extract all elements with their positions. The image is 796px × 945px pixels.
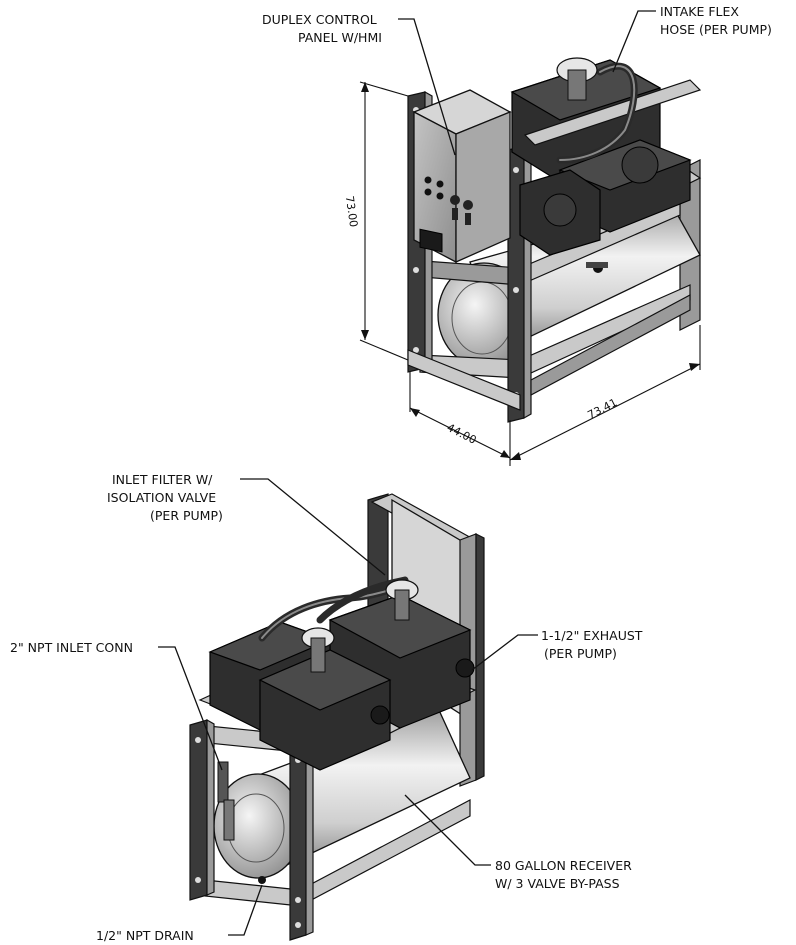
callout-exhaust-line2: (PER PUMP) <box>544 646 617 661</box>
top-callouts: DUPLEX CONTROL PANEL W/HMI INTAKE FLEX H… <box>262 4 772 156</box>
callout-drain: 1/2" NPT DRAIN <box>96 928 194 943</box>
callout-inlet-filter-line2: ISOLATION VALVE <box>107 490 216 505</box>
leader-exhaust <box>471 634 538 671</box>
leader-receiver <box>404 794 491 866</box>
callout-intake-hose-line1: INTAKE FLEX <box>660 4 739 19</box>
bottom-callouts: INLET FILTER W/ ISOLATION VALVE (PER PUM… <box>10 472 643 943</box>
callout-inlet-filter-line3: (PER PUMP) <box>150 508 223 523</box>
leader-inlet-conn <box>158 646 223 771</box>
callout-inlet-conn: 2" NPT INLET CONN <box>10 640 133 655</box>
callout-exhaust-line1: 1-1/2" EXHAUST <box>541 628 643 643</box>
dim-width-label: 73.41 <box>585 396 619 422</box>
callout-receiver-line1: 80 GALLON RECEIVER <box>495 858 632 873</box>
callout-control-panel-line2: PANEL W/HMI <box>298 30 382 45</box>
leader-inlet-filter <box>240 478 386 576</box>
callout-receiver-line2: W/ 3 VALVE BY-PASS <box>495 876 620 891</box>
leader-intake-hose <box>612 10 656 73</box>
bottom-pumps <box>208 594 475 771</box>
leader-drain <box>228 884 263 936</box>
bottom-assembly <box>189 493 485 941</box>
callout-control-panel-line1: DUPLEX CONTROL <box>262 12 377 27</box>
top-control-panel <box>412 89 512 264</box>
dim-height-label: 73.00 <box>343 195 360 228</box>
bottom-fittings <box>217 761 266 884</box>
top-pumps <box>510 59 702 256</box>
top-assembly <box>407 57 702 423</box>
callout-inlet-filter-line1: INLET FILTER W/ <box>112 472 213 487</box>
leader-control-panel <box>398 18 456 156</box>
bottom-filters <box>258 576 419 673</box>
callout-intake-hose-line2: HOSE (PER PUMP) <box>660 22 772 37</box>
dim-depth-label: 44.00 <box>445 421 479 447</box>
